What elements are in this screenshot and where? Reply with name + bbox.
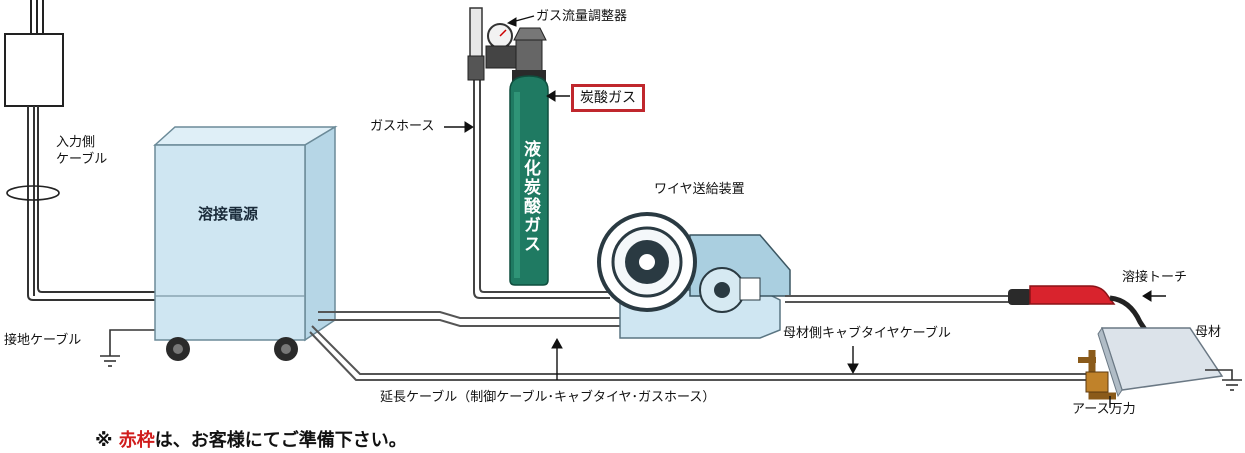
input-power-lines (30, 0, 44, 34)
ground-cable-label: 接地ケーブル (4, 333, 82, 348)
arrow-base-metal-cable (847, 346, 859, 375)
torch-cable (785, 295, 1010, 303)
arrow-torch (1142, 290, 1166, 302)
co2-cylinder (509, 70, 549, 286)
base-metal-cable-label: 母材側キャブタイヤケーブル (783, 326, 951, 341)
current-clamp-ring (6, 185, 60, 201)
welding-power-source (153, 125, 338, 361)
input-cable-label: 入力側 ケーブル (56, 135, 108, 167)
note-prefix: ※ (95, 430, 119, 451)
welding-torch (1008, 285, 1151, 336)
co2-gas-label-boxed: 炭酸ガス (571, 84, 645, 112)
earth-clamp-label: アース万力 (1072, 402, 1136, 417)
ground-cable (100, 329, 158, 367)
input-cable (27, 106, 160, 301)
note-suffix: は、お客様にてご準備下さい。 (154, 430, 407, 451)
arrow-gas-hose (444, 121, 474, 133)
base-metal-label: 母材 (1195, 325, 1222, 340)
arrow-co2-box (546, 90, 570, 102)
preparation-note: ※ 赤枠は、お客様にてご準備下さい。 (95, 426, 407, 452)
gas-flow-regulator (467, 7, 547, 81)
power-source-label: 溶接電源 (198, 205, 259, 223)
note-highlight: 赤枠 (118, 430, 155, 451)
extension-cables (309, 311, 1100, 381)
base-metal-ground (1205, 369, 1242, 391)
gas-hose-label: ガスホース (370, 119, 435, 134)
wire-feeder-label: ワイヤ送給装置 (654, 182, 745, 197)
wire-feeder (597, 212, 791, 339)
gas-hose-line (473, 80, 610, 299)
gas-regulator-label: ガス流量調整器 (536, 9, 628, 24)
extension-cable-label: 延長ケーブル（制御ケーブル･キャブタイヤ･ガスホース） (380, 390, 716, 405)
distribution-box (4, 33, 64, 107)
cylinder-label: 液化炭酸ガス (520, 140, 540, 254)
welding-torch-label: 溶接トーチ (1122, 270, 1188, 285)
arrow-extension-cable (551, 337, 563, 380)
earth-clamp (1078, 350, 1116, 400)
base-metal (1097, 326, 1224, 398)
arrow-regulator (506, 15, 535, 27)
